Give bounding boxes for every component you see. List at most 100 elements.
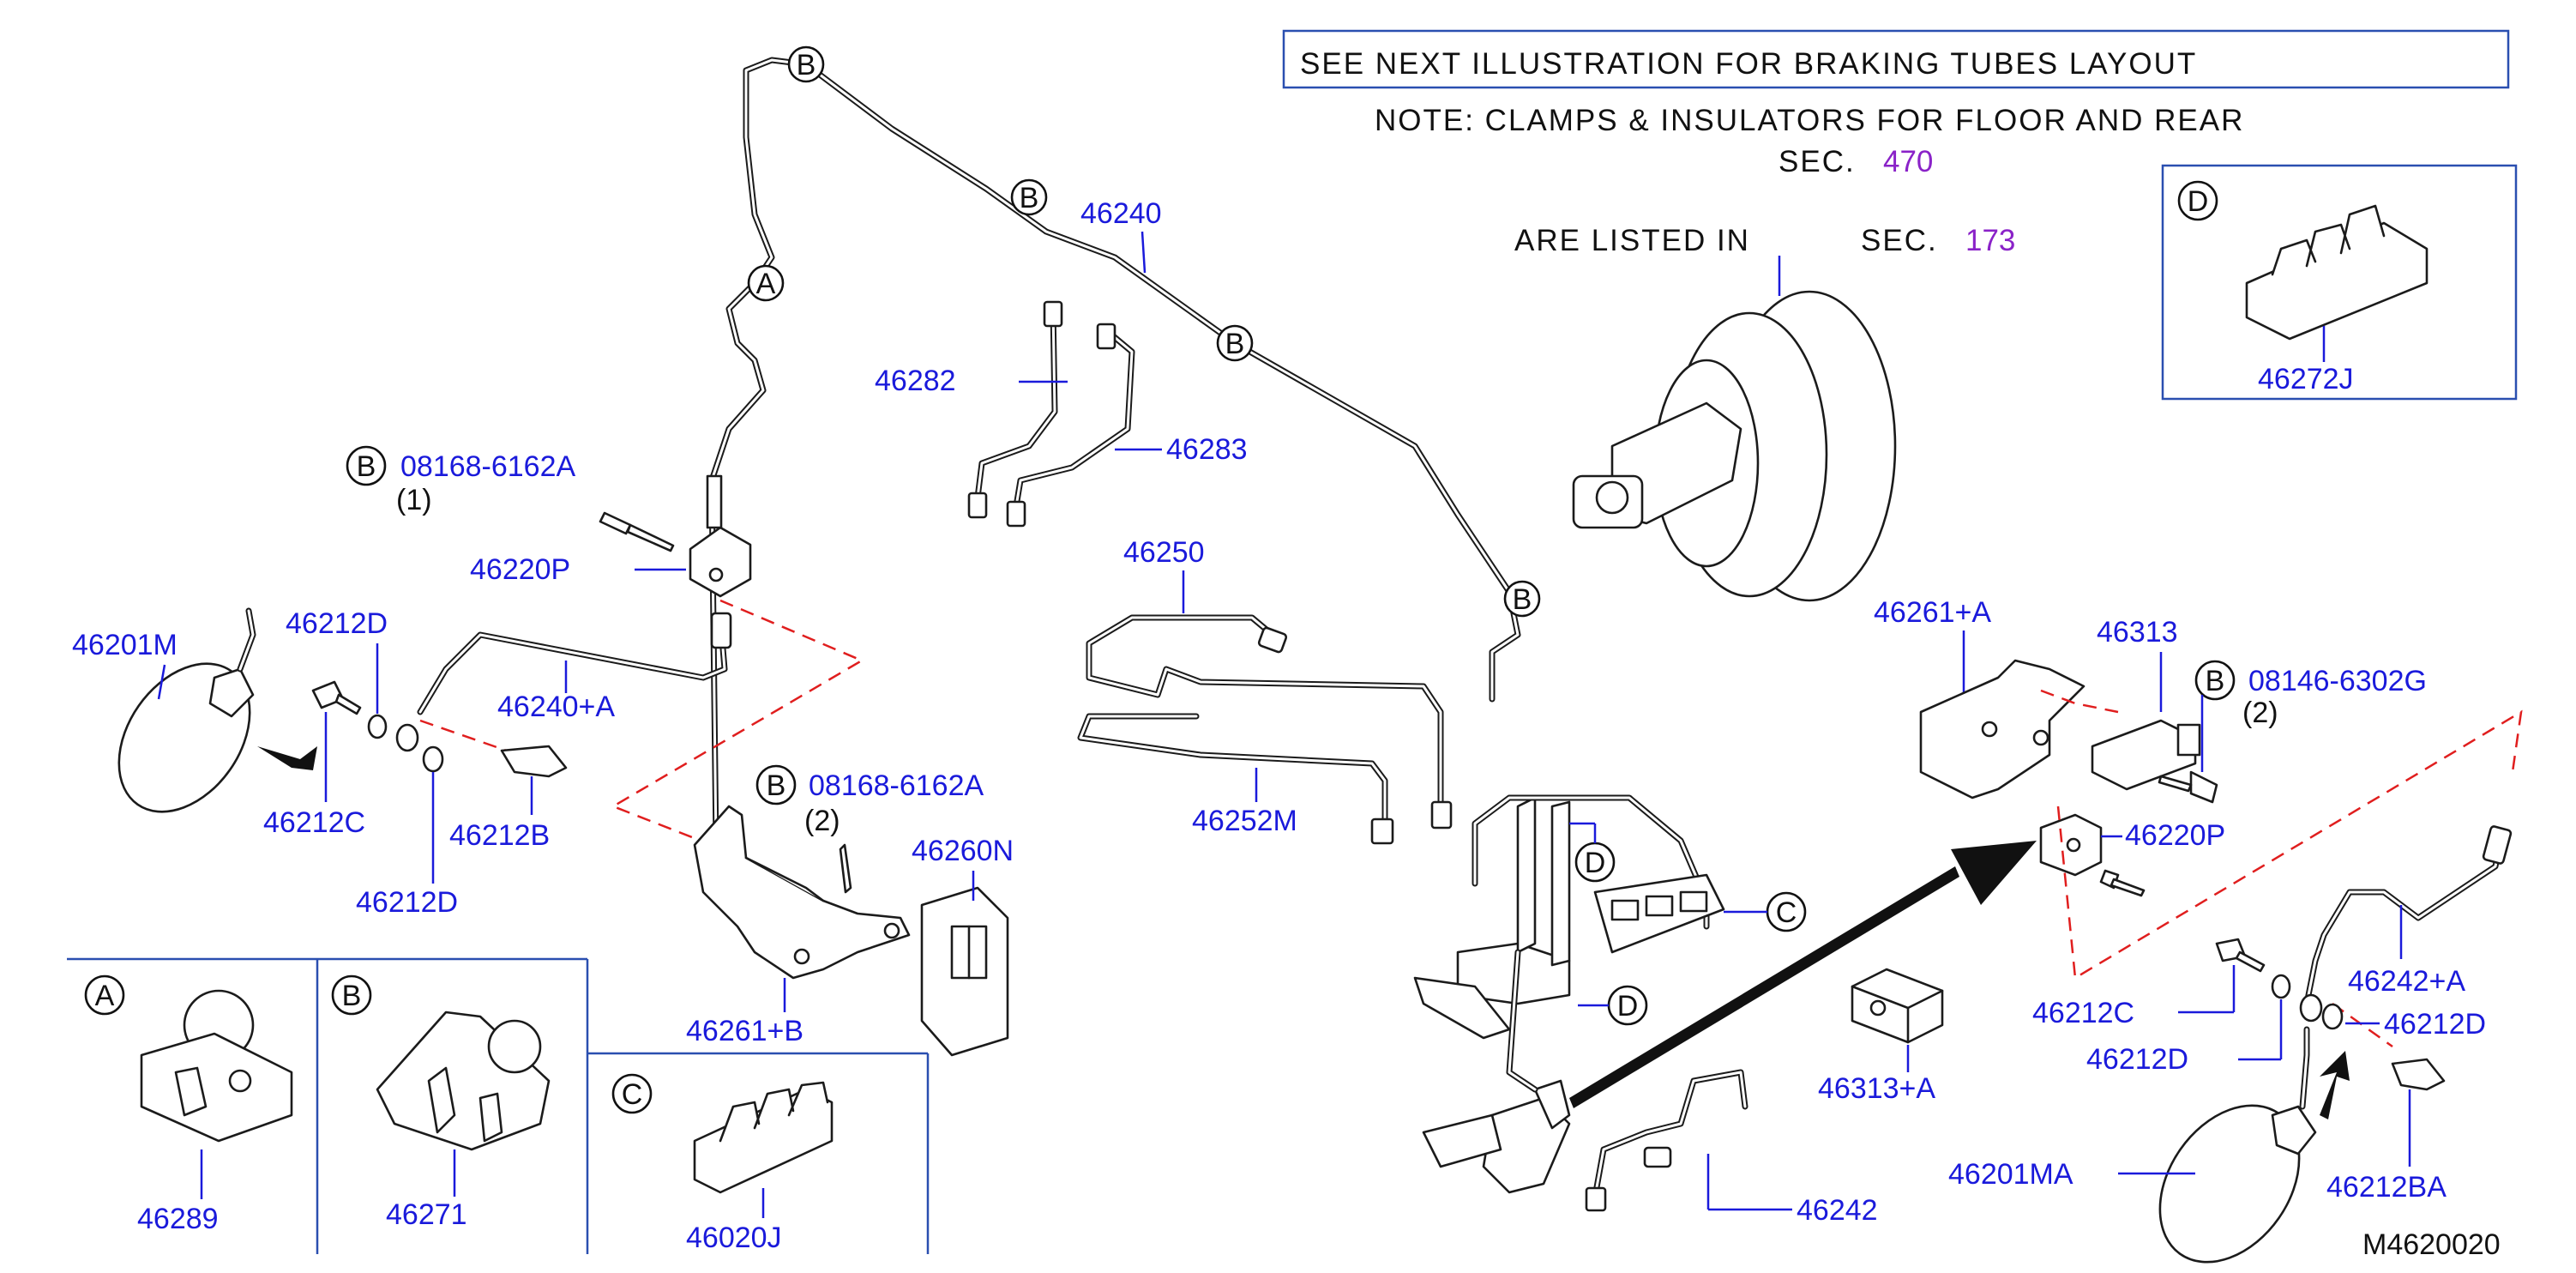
svg-text:B: B bbox=[1513, 583, 1532, 616]
part-46242: 46242 bbox=[1797, 1194, 1878, 1227]
callout-b-08168-top: B bbox=[346, 445, 387, 486]
svg-text:B: B bbox=[767, 769, 786, 802]
block-46313a bbox=[1851, 968, 1944, 1044]
part-46020j: 46020J bbox=[686, 1222, 782, 1254]
bracket-46261a bbox=[1919, 659, 2085, 799]
tube-46282 bbox=[974, 305, 1058, 501]
callout-d-2: D bbox=[1607, 985, 1648, 1026]
tube-46240 bbox=[708, 57, 1521, 848]
part-46212d-right-b: 46212D bbox=[2086, 1043, 2188, 1076]
svg-text:B: B bbox=[797, 49, 816, 81]
dashed-link-hose-left bbox=[419, 719, 520, 757]
hose-46201ma bbox=[2158, 1026, 2350, 1264]
callout-b-08168-mid: B bbox=[755, 764, 797, 805]
svg-text:A: A bbox=[756, 268, 776, 300]
clip-46212b bbox=[500, 745, 568, 778]
junction-46220p-left bbox=[689, 474, 752, 598]
callout-b-4: B bbox=[1503, 580, 1541, 618]
bolt-right-small bbox=[2099, 869, 2146, 897]
part-46252m: 46252M bbox=[1192, 805, 1297, 837]
callout-d-1: D bbox=[1574, 842, 1616, 883]
svg-text:A: A bbox=[95, 980, 115, 1012]
part-46212d-b: 46212D bbox=[356, 886, 458, 919]
bolt-46212c-right bbox=[2215, 938, 2266, 973]
part-08168-top: 08168-6162A bbox=[400, 450, 576, 483]
svg-text:B: B bbox=[1225, 328, 1245, 360]
arrow-line-to-right bbox=[1569, 866, 1959, 1108]
drawing-id: M4620020 bbox=[2362, 1228, 2501, 1261]
part-46201m: 46201M bbox=[72, 629, 178, 661]
clip-46271 bbox=[376, 1011, 551, 1151]
part-46212d-a: 46212D bbox=[286, 607, 388, 640]
callout-c-1: C bbox=[1766, 891, 1807, 932]
note-line-1: NOTE: CLAMPS & INSULATORS FOR FLOOR AND … bbox=[1375, 104, 2244, 137]
part-46240: 46240 bbox=[1080, 197, 1162, 230]
callout-a-1: A bbox=[747, 264, 785, 302]
arrow-head-right bbox=[1951, 841, 2037, 905]
part-46212d-right-a: 46212D bbox=[2384, 1008, 2486, 1041]
part-46261a: 46261+A bbox=[1874, 596, 1991, 629]
callout-b-08146: B bbox=[2194, 660, 2236, 701]
leader-46201m bbox=[157, 664, 166, 700]
part-46220p-left: 46220P bbox=[470, 553, 570, 586]
clip-46020j bbox=[693, 1081, 834, 1194]
brake-booster-drawing bbox=[1572, 290, 1897, 602]
part-46212b: 46212B bbox=[449, 819, 550, 852]
bolt-46212c-left bbox=[311, 680, 362, 715]
sec-470-link[interactable]: 470 bbox=[1883, 145, 1933, 178]
bolt-08168-top bbox=[599, 511, 675, 552]
qty-08146: (2) bbox=[2242, 697, 2278, 729]
washer-46212d-b1 bbox=[395, 723, 419, 752]
tube-46283 bbox=[1013, 327, 1135, 510]
svg-text:B: B bbox=[357, 450, 376, 483]
part-46242a: 46242+A bbox=[2348, 965, 2465, 998]
part-46283: 46283 bbox=[1166, 433, 1248, 466]
note-box-frame bbox=[1282, 29, 2510, 89]
washer-46212d-a bbox=[367, 714, 388, 739]
tube-46242 bbox=[1592, 1069, 1748, 1200]
dashed-link-right bbox=[2040, 689, 2523, 980]
bracket-46261b bbox=[693, 805, 911, 980]
part-08168-mid: 08168-6162A bbox=[809, 769, 984, 802]
part-46250: 46250 bbox=[1123, 536, 1205, 569]
svg-text:D: D bbox=[1617, 990, 1639, 1023]
svg-text:D: D bbox=[1585, 847, 1606, 879]
part-46201ma: 46201MA bbox=[1948, 1158, 2073, 1191]
sec-label-470: SEC. bbox=[1779, 145, 1856, 178]
callout-detail-c: C bbox=[611, 1073, 653, 1114]
svg-text:C: C bbox=[1776, 896, 1797, 929]
dashed-link-left bbox=[611, 599, 864, 847]
part-46282: 46282 bbox=[875, 365, 956, 397]
leader-46240 bbox=[1141, 231, 1147, 274]
part-46212c-left: 46212C bbox=[263, 806, 365, 839]
svg-text:B: B bbox=[2206, 665, 2225, 697]
callout-detail-d: D bbox=[2177, 180, 2218, 221]
washer-right-a bbox=[2271, 974, 2291, 999]
part-46313: 46313 bbox=[2097, 616, 2178, 649]
hose-46201m bbox=[117, 607, 317, 813]
abs-actuator-drawing bbox=[1413, 794, 1725, 1194]
dashed-link-hose-right bbox=[2332, 1002, 2393, 1048]
callout-b-2: B bbox=[1010, 178, 1048, 216]
part-46313a: 46313+A bbox=[1818, 1072, 1935, 1105]
header-note: SEE NEXT ILLUSTRATION FOR BRAKING TUBES … bbox=[1300, 47, 2197, 81]
washer-right-b bbox=[2299, 993, 2323, 1023]
part-46212c-right: 46212C bbox=[2032, 997, 2134, 1029]
clip-46289 bbox=[140, 989, 293, 1143]
part-46271: 46271 bbox=[386, 1198, 467, 1231]
callout-detail-a: A bbox=[84, 974, 125, 1016]
bolt-08146 bbox=[2158, 770, 2218, 804]
valve-46313 bbox=[2091, 719, 2201, 791]
note-are-listed: ARE LISTED IN bbox=[1514, 224, 1750, 257]
detail-d-frame bbox=[2161, 164, 2518, 401]
callout-b-1: B bbox=[787, 45, 825, 83]
callout-detail-b: B bbox=[331, 974, 372, 1016]
part-46272j: 46272J bbox=[2258, 363, 2354, 395]
sec-173-link[interactable]: 173 bbox=[1965, 224, 2015, 257]
bolt-08168-mid bbox=[839, 843, 852, 894]
callout-b-3: B bbox=[1216, 324, 1254, 362]
part-46289: 46289 bbox=[137, 1203, 219, 1235]
qty-08168-mid: (2) bbox=[804, 805, 840, 837]
